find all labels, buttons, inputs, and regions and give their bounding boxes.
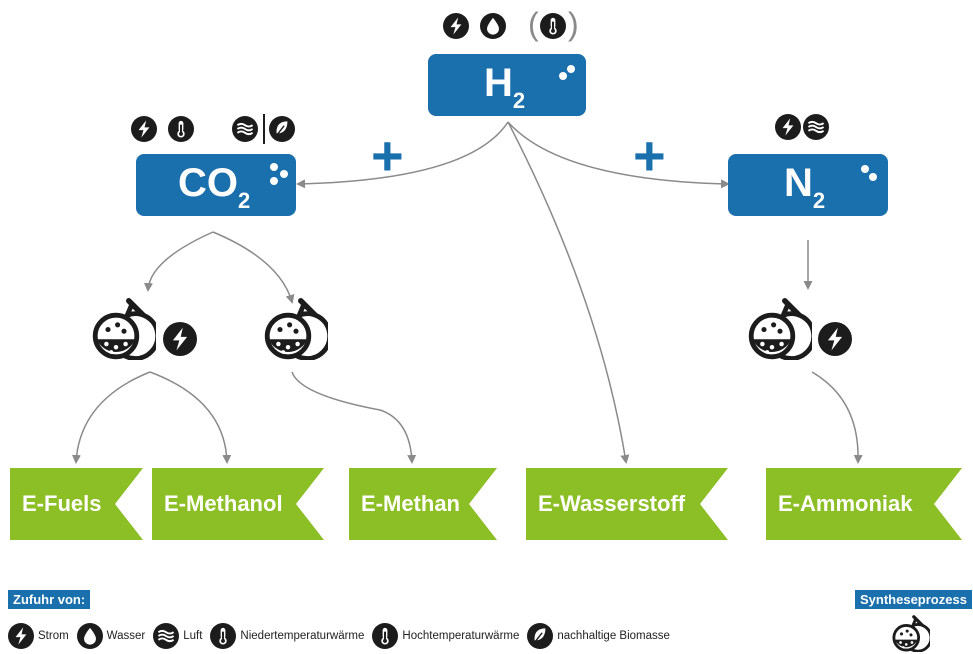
n2-lightning-icon — [775, 114, 801, 140]
co2-molecule-icon — [270, 163, 288, 185]
legend-label-strom: Strom — [38, 630, 69, 642]
co2-formula-subscript: 2 — [238, 188, 251, 213]
co2-or-divider — [263, 114, 265, 144]
co2-leaf-icon — [269, 116, 295, 142]
product-e-wasserstoff: E-Wasserstoff — [526, 468, 728, 540]
arrow-h2-to-n2 — [507, 121, 730, 189]
lightning-icon — [8, 623, 34, 649]
h2-optional-paren-open: ( — [528, 6, 539, 42]
synthesis-flask-icon-left — [92, 296, 156, 360]
leaf-icon — [527, 623, 553, 649]
arrow-flask-left-to-e-methanol — [149, 371, 232, 464]
legend-label-biomasse: nachhaltige Biomasse — [557, 630, 670, 642]
arrow-h2-to-co2 — [296, 121, 509, 189]
water-drop-icon — [77, 623, 103, 649]
h2-molecule-box: H2 — [428, 54, 586, 116]
plus-sign-right: + — [633, 124, 666, 187]
legend-label-wasser: Wasser — [106, 630, 146, 642]
legend-label-luft: Luft — [183, 630, 203, 642]
n2-formula-base: N — [784, 161, 813, 205]
legend-item-luft: Luft — [153, 623, 202, 649]
legend-synthesis-flask-icon — [892, 614, 930, 652]
h2-formula-base: H — [484, 61, 513, 105]
arrow-flask-right-to-e-ammoniak — [811, 371, 863, 464]
n2-formula-subscript: 2 — [812, 188, 826, 213]
legend-synthesis-title: Syntheseprozess — [855, 590, 972, 609]
co2-formula: CO2 — [178, 163, 250, 212]
product-e-methanol: E-Methanol — [152, 468, 324, 540]
synthesis-flask-icon-right — [748, 296, 812, 360]
arrow-flask-middle-to-e-methan — [291, 371, 417, 464]
legend-item-niedertemperatur: Niedertemperaturwärme — [210, 623, 364, 649]
legend-item-strom: Strom — [8, 623, 69, 649]
arrow-co2-to-flask-middle — [212, 231, 295, 304]
co2-air-waves-icon — [232, 116, 258, 142]
flask-left-lightning-icon — [163, 322, 197, 356]
h2-formula: H2 — [484, 63, 525, 112]
legend-supply-title: Zufuhr von: — [8, 590, 91, 609]
n2-molecule-box: N2 — [728, 154, 888, 216]
h2-thermometer-high-icon — [540, 13, 566, 39]
arrow-co2-to-flask-left — [143, 231, 214, 292]
legend-label-niedertemperatur: Niedertemperaturwärme — [240, 630, 365, 642]
thermometer-low-icon — [210, 623, 236, 649]
flask-right-lightning-icon — [818, 322, 852, 356]
plus-sign-left: + — [371, 124, 404, 187]
product-e-ammoniak: E-Ammoniak — [766, 468, 962, 540]
legend-item-wasser: Wasser — [77, 623, 146, 649]
n2-formula: N2 — [784, 163, 825, 212]
arrow-h2-to-e-wasserstoff — [507, 121, 630, 464]
co2-lightning-icon — [131, 116, 157, 142]
co2-formula-base: CO — [178, 161, 238, 205]
n2-molecule-icon — [861, 165, 877, 181]
h2-lightning-icon — [443, 13, 469, 39]
legend-item-hochtemperatur: Hochtemperaturwärme — [372, 623, 519, 649]
air-waves-icon — [153, 623, 179, 649]
h2-optional-paren-close: ) — [568, 6, 579, 42]
co2-molecule-box: CO2 — [136, 154, 296, 216]
arrow-flask-left-to-e-fuels — [71, 371, 151, 464]
legend-label-hochtemperatur: Hochtemperaturwärme — [402, 630, 520, 642]
h2-water-drop-icon — [480, 13, 506, 39]
co2-thermometer-low-icon — [168, 116, 194, 142]
legend-item-biomasse: nachhaltige Biomasse — [527, 623, 670, 649]
n2-air-waves-icon — [803, 114, 829, 140]
thermometer-high-icon — [372, 623, 398, 649]
h2-formula-subscript: 2 — [512, 88, 526, 113]
legend-row: Strom Wasser Luft Niedertemperaturwärme … — [8, 622, 678, 650]
synthesis-flask-icon-middle — [264, 296, 328, 360]
h2-molecule-icon — [559, 65, 575, 80]
